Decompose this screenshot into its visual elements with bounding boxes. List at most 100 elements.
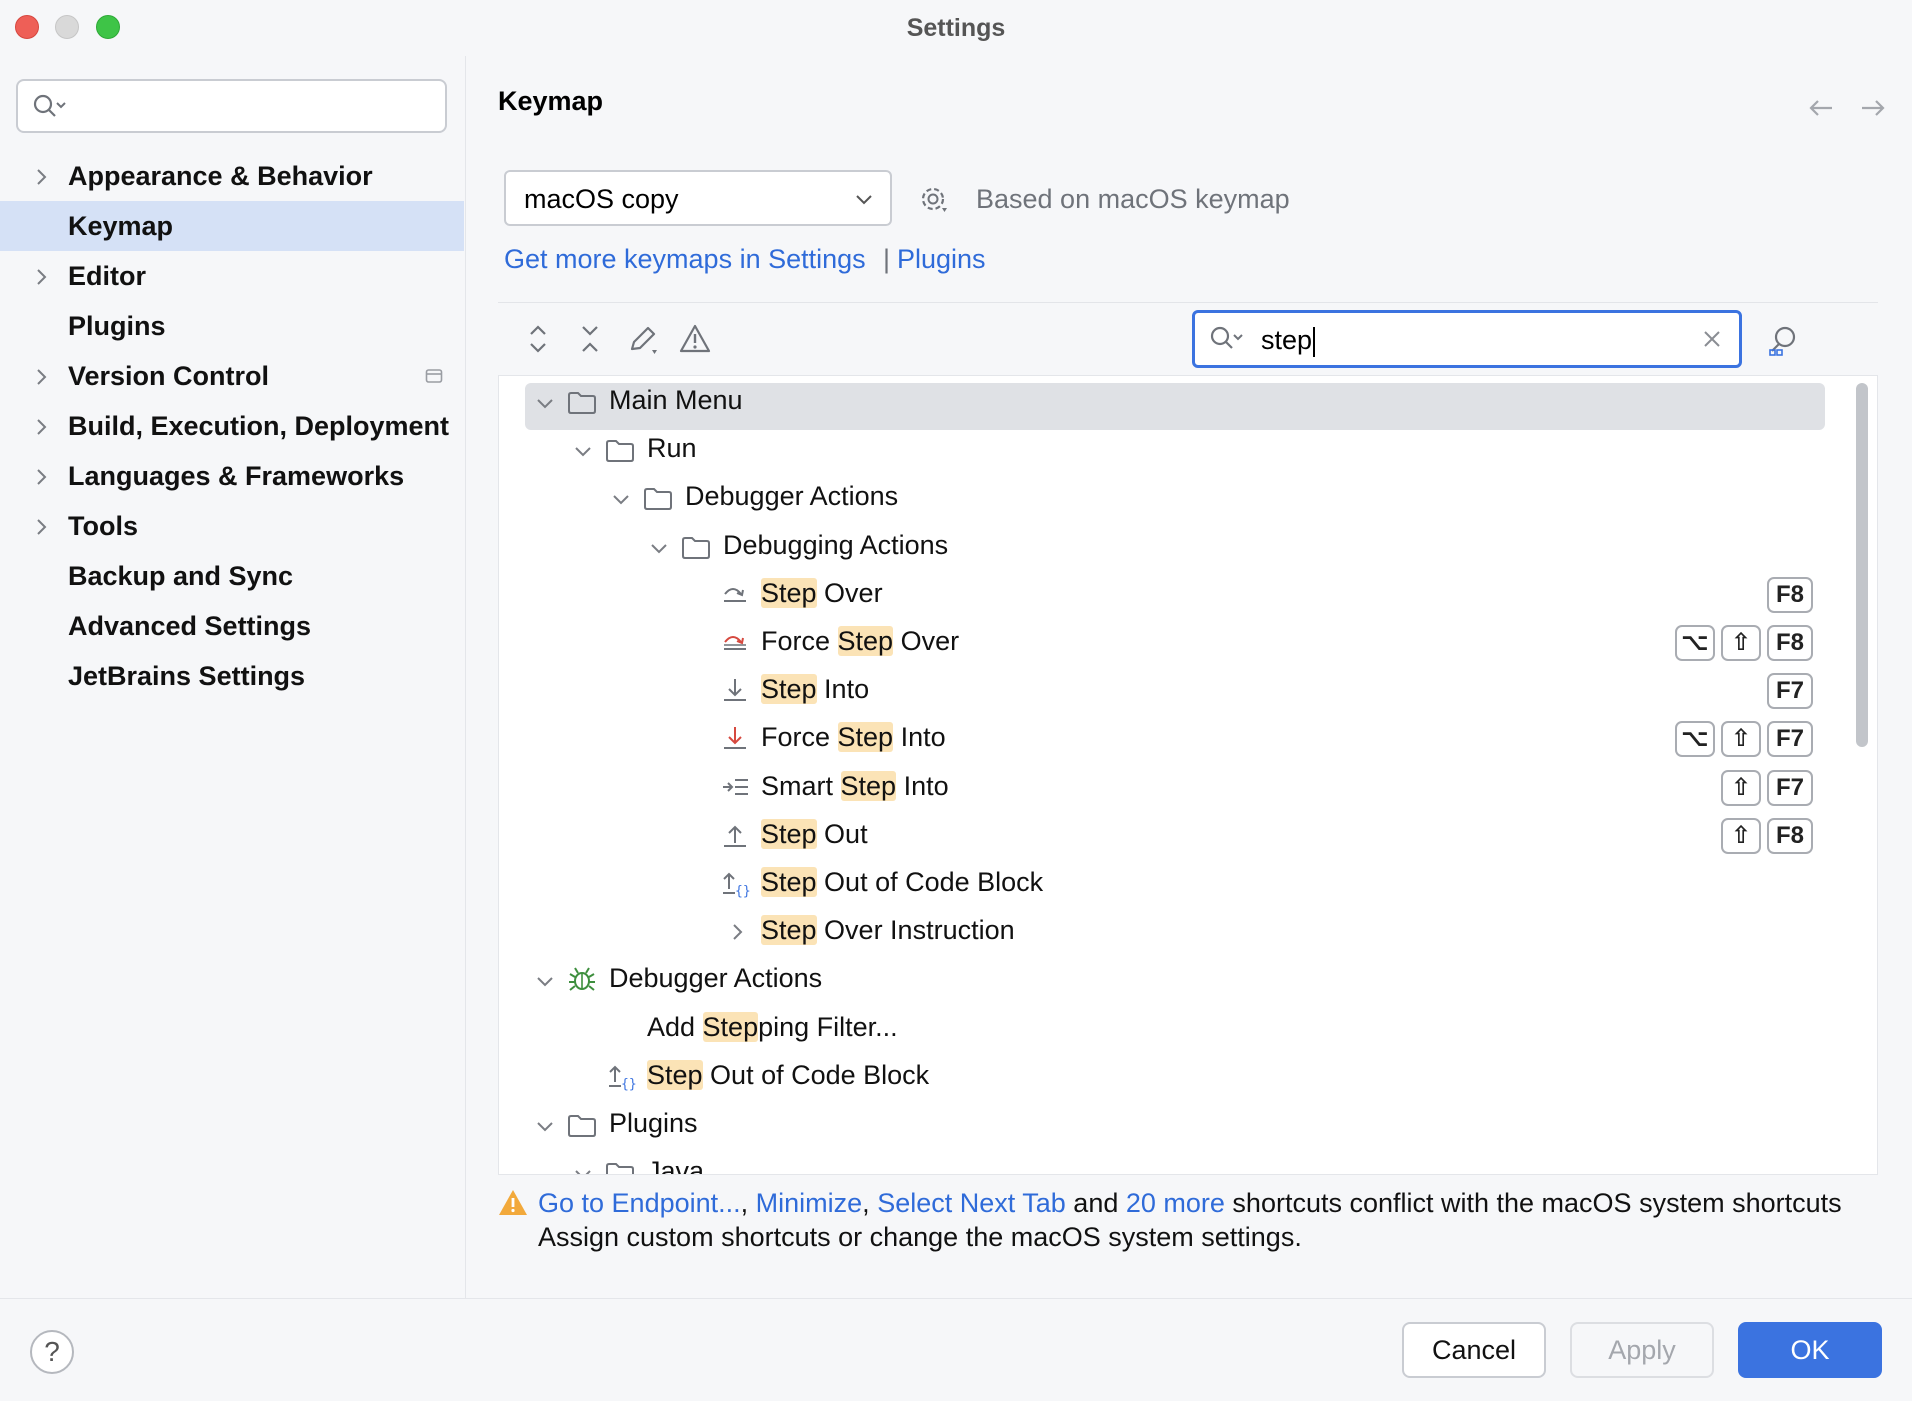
search-match-highlight: Step (647, 1059, 703, 1090)
sidebar-item-backup-and-sync[interactable]: Backup and Sync (0, 551, 464, 601)
find-by-shortcut-icon[interactable] (1766, 322, 1802, 358)
sidebar-item-tools[interactable]: Tools (0, 501, 464, 551)
sidebar-item-keymap[interactable]: Keymap (0, 201, 464, 251)
search-match-highlight: Step (761, 674, 817, 705)
sidebar-item-jetbrains-settings[interactable]: JetBrains Settings (0, 651, 464, 701)
forward-arrow-icon[interactable] (1858, 96, 1888, 120)
chevron-down-icon[interactable] (535, 971, 555, 991)
conflict-link-go-to-endpoint[interactable]: Go to Endpoint... (538, 1188, 741, 1218)
edit-shortcut-icon[interactable] (626, 322, 660, 356)
cancel-button[interactable]: Cancel (1402, 1322, 1546, 1378)
sidebar-item-advanced-settings[interactable]: Advanced Settings (0, 601, 464, 651)
action-label-prefix: Force (761, 722, 838, 753)
tree-row[interactable]: Add Stepping Filter... (499, 1003, 1877, 1051)
action-label-suffix: Over (893, 626, 960, 656)
chevron-down-icon[interactable] (535, 393, 555, 413)
help-button[interactable]: ? (30, 1330, 74, 1374)
sidebar-item-label: Appearance & Behavior (68, 161, 373, 191)
window-title: Settings (906, 14, 1006, 42)
action-label: Smart Step Into (761, 770, 949, 802)
action-label: Step Over Instruction (761, 915, 1015, 946)
shortcut-key: ⇧ (1721, 625, 1761, 661)
shortcut-key: ⌥ (1675, 625, 1715, 661)
ok-button[interactable]: OK (1738, 1322, 1882, 1378)
tree-row[interactable]: {}Step Out of Code Block (499, 1051, 1877, 1099)
chevron-right-icon[interactable] (30, 366, 52, 388)
tree-scrollbar[interactable] (1856, 383, 1868, 747)
get-more-keymaps-link[interactable]: Get more keymaps in Settings (504, 244, 866, 274)
conflict-warning: Go to Endpoint..., Minimize, Select Next… (538, 1188, 1842, 1219)
chevron-down-icon[interactable] (573, 441, 593, 461)
settings-sidebar (0, 56, 466, 1298)
tree-row[interactable]: Debugging Actions (499, 521, 1877, 569)
chevron-down-icon[interactable] (611, 489, 631, 509)
search-match-highlight: Step (840, 770, 897, 801)
expand-all-icon[interactable] (524, 322, 552, 356)
chevron-right-icon[interactable] (30, 466, 52, 488)
search-match-highlight: Step (761, 867, 817, 897)
keymap-scheme-value: macOS copy (524, 184, 679, 214)
tree-label-run: Run (647, 433, 697, 464)
tree-row[interactable]: Debugger Actions (499, 954, 1877, 1002)
sidebar-item-version-control[interactable]: Version Control (0, 351, 464, 401)
clear-filter-icon[interactable] (1701, 328, 1723, 350)
chevron-down-icon[interactable] (535, 1116, 555, 1136)
action-label-suffix: Over Instruction (816, 915, 1015, 946)
dialog-footer (0, 1298, 1912, 1401)
minimize-window-button[interactable] (55, 15, 79, 39)
tree-row[interactable]: Run (499, 424, 1877, 472)
chevron-right-icon[interactable] (30, 166, 52, 188)
folder-icon (606, 1163, 634, 1174)
conflict-link-more[interactable]: 20 more (1125, 1188, 1225, 1218)
tree-label-debugger-actions: Debugger Actions (685, 481, 899, 512)
sidebar-item-label: Tools (68, 511, 138, 541)
apply-button[interactable]: Apply (1570, 1322, 1714, 1378)
keymap-scheme-select[interactable]: macOS copy (504, 170, 892, 226)
chevron-down-icon[interactable] (573, 1164, 593, 1175)
shortcut-key: F8 (1767, 576, 1813, 613)
tree-row[interactable]: Debugger Actions (499, 472, 1877, 520)
shortcut-key: F8 (1767, 817, 1813, 854)
sidebar-item-build-execution-deployment[interactable]: Build, Execution, Deployment (0, 401, 464, 451)
chevron-right-icon[interactable] (30, 516, 52, 538)
search-match-highlight: Step (702, 1011, 759, 1042)
action-filter-input[interactable]: step (1192, 310, 1742, 368)
back-arrow-icon[interactable] (1806, 96, 1836, 120)
tree-row[interactable]: Java (499, 1147, 1877, 1175)
conflict-link-select-next-tab[interactable]: Select Next Tab (877, 1188, 1066, 1218)
chevron-right-icon[interactable] (30, 266, 52, 288)
sidebar-item-plugins[interactable]: Plugins (0, 301, 464, 351)
chevron-right-icon[interactable] (30, 416, 52, 438)
sidebar-item-label: Editor (68, 261, 146, 291)
sidebar-item-editor[interactable]: Editor (0, 251, 464, 301)
tree-row[interactable]: Step Over Instruction (499, 906, 1877, 954)
tree-row[interactable]: Main Menu (499, 376, 1877, 430)
action-label-suffix: Out of Code Block (702, 1059, 930, 1090)
based-on-label: Based on macOS keymap (976, 184, 1290, 214)
title-bar: Settings (0, 0, 1912, 56)
sidebar-search-input[interactable] (16, 79, 447, 133)
conflicts-warning-icon[interactable] (678, 322, 712, 356)
tree-row[interactable]: {}Step Out of Code Block (499, 858, 1877, 906)
tree-label-main-menu: Main Menu (609, 385, 743, 415)
sidebar-item-appearance-behavior[interactable]: Appearance & Behavior (0, 151, 464, 201)
collapse-all-icon[interactable] (576, 322, 604, 356)
shortcut-key: F7 (1767, 769, 1813, 806)
sidebar-item-languages-frameworks[interactable]: Languages & Frameworks (0, 451, 464, 501)
zoom-window-button[interactable] (96, 15, 120, 39)
chevron-right-icon[interactable] (727, 922, 747, 942)
plugins-link[interactable]: Plugins (897, 244, 986, 274)
gear-icon[interactable] (916, 182, 950, 216)
conflict-link-minimize[interactable]: Minimize (755, 1188, 863, 1218)
close-window-button[interactable] (15, 15, 39, 39)
svg-text:{}: {} (735, 884, 751, 899)
chevron-down-icon[interactable] (649, 538, 669, 558)
tree-row[interactable]: Plugins (499, 1099, 1877, 1147)
search-icon (33, 94, 66, 117)
